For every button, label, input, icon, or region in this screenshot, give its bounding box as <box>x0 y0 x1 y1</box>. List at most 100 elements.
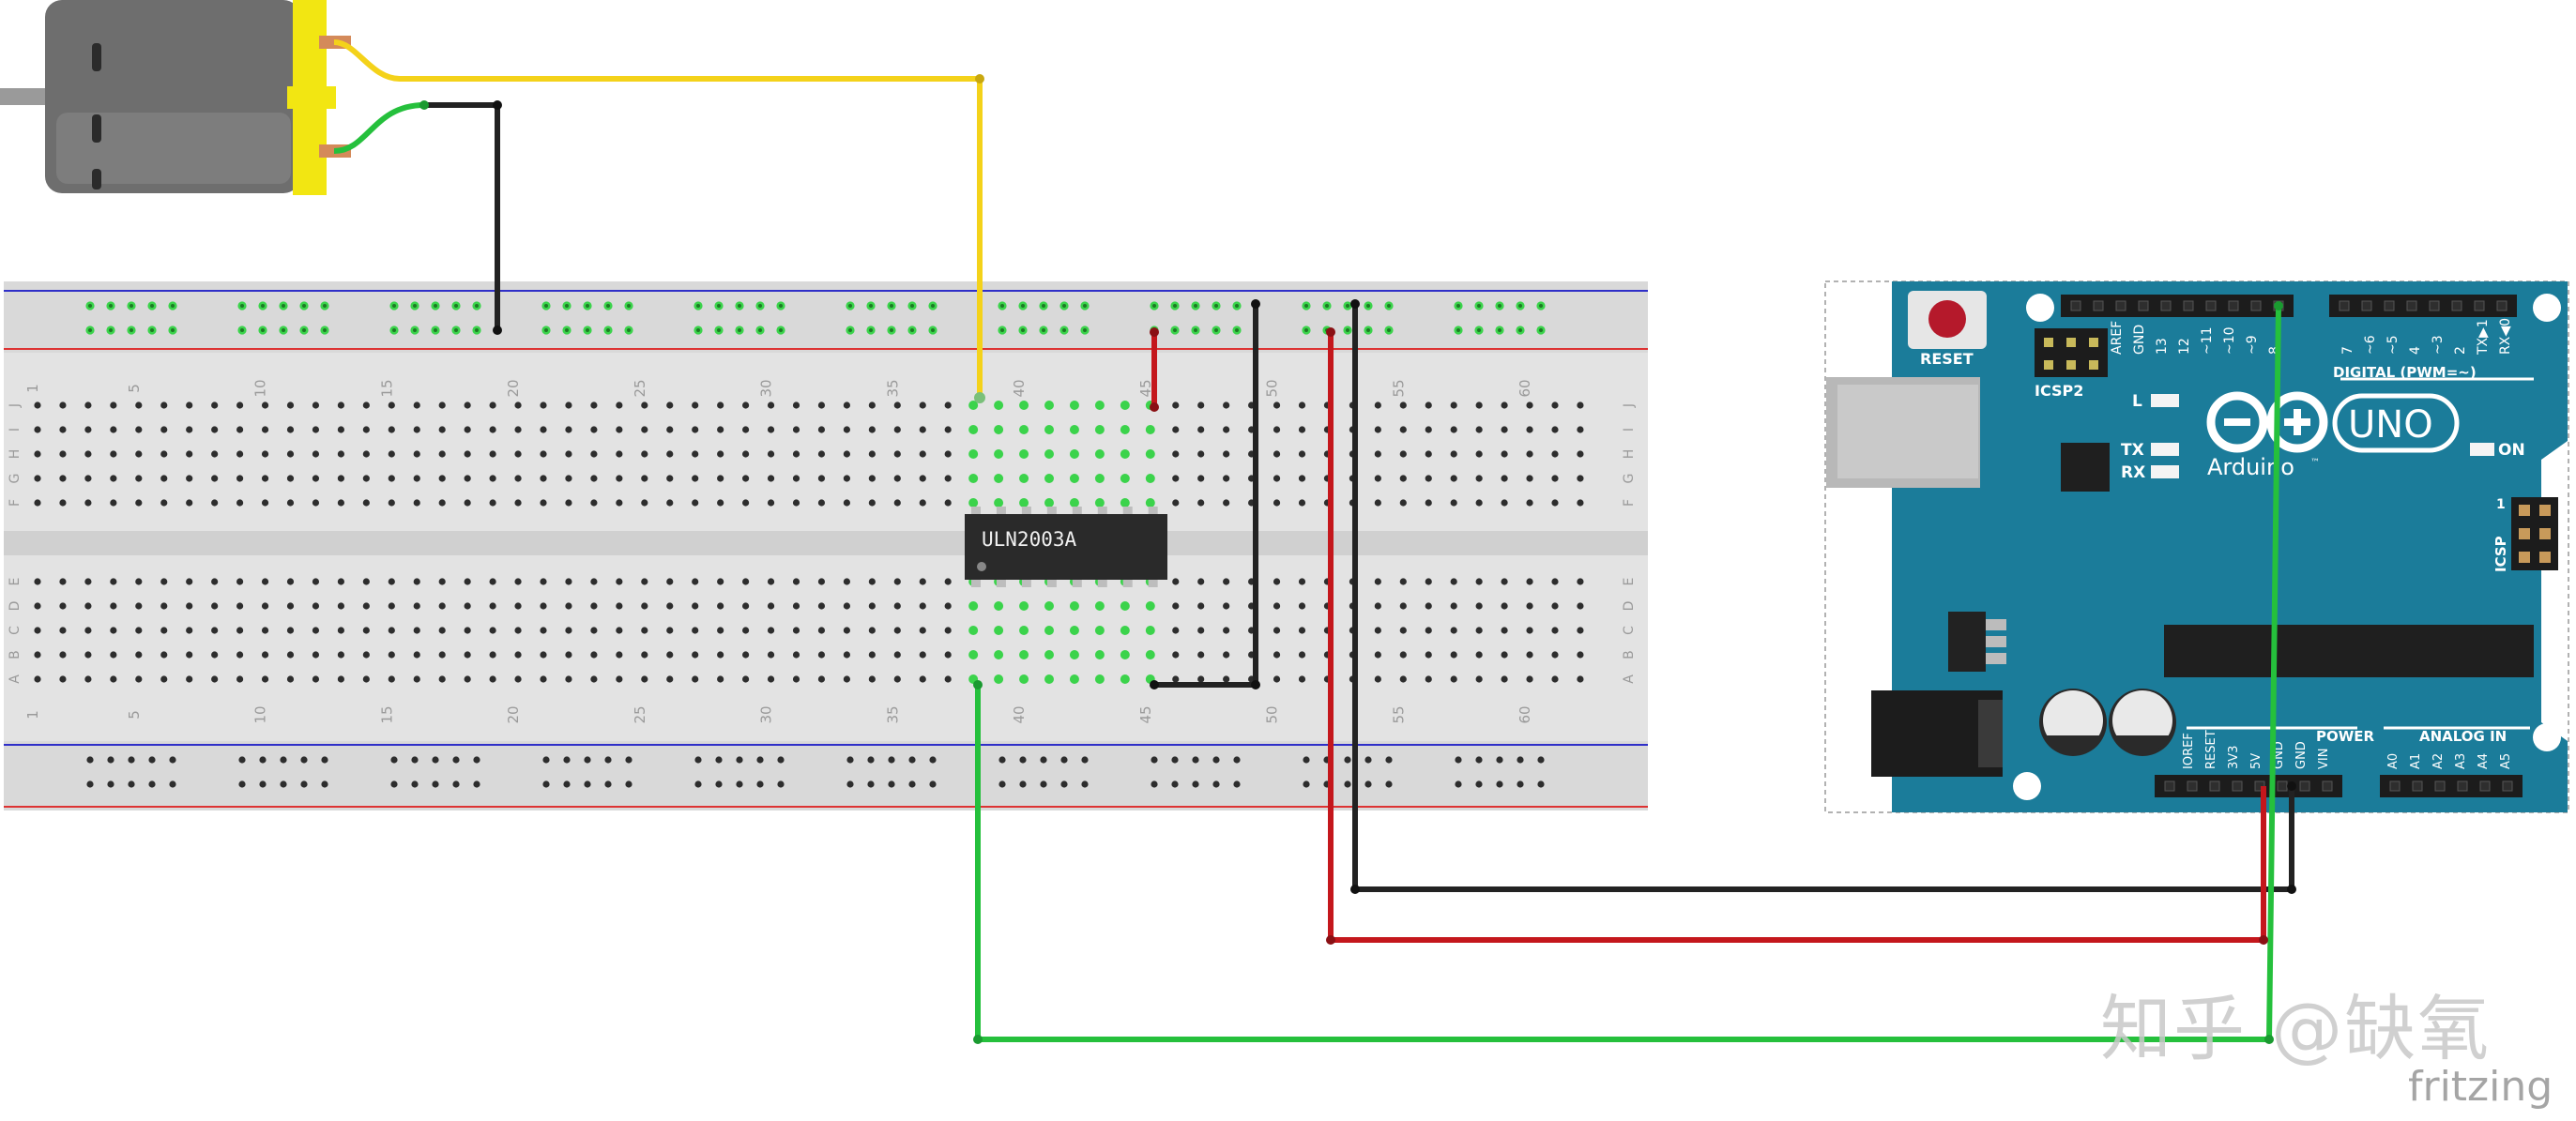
breadboard-hole[interactable] <box>337 602 344 610</box>
breadboard-hole[interactable] <box>1374 475 1381 482</box>
breadboard-hole[interactable] <box>968 401 979 410</box>
breadboard-hole[interactable] <box>1475 675 1483 683</box>
breadboard-hole[interactable] <box>135 675 143 683</box>
breadboard-hole[interactable] <box>1551 426 1559 433</box>
rail-hole[interactable] <box>107 780 114 788</box>
breadboard-hole[interactable] <box>792 499 800 507</box>
breadboard-hole[interactable] <box>84 627 92 634</box>
breadboard-hole[interactable] <box>1551 651 1559 659</box>
breadboard-hole[interactable] <box>337 401 344 409</box>
breadboard-hole[interactable] <box>236 578 244 585</box>
breadboard-hole[interactable] <box>1120 449 1130 459</box>
breadboard-hole[interactable] <box>767 602 775 610</box>
rail-hole[interactable] <box>1517 780 1524 788</box>
breadboard-hole[interactable] <box>362 627 370 634</box>
breadboard-hole[interactable] <box>1526 401 1533 409</box>
rail-hole[interactable] <box>542 780 550 788</box>
breadboard-hole[interactable] <box>337 499 344 507</box>
breadboard-hole[interactable] <box>792 578 800 585</box>
rail-hole[interactable] <box>1475 780 1483 788</box>
breadboard-hole[interactable] <box>868 401 876 409</box>
breadboard-hole[interactable] <box>211 475 219 482</box>
breadboard-hole[interactable] <box>1526 475 1533 482</box>
breadboard-hole[interactable] <box>464 602 471 610</box>
breadboard-hole[interactable] <box>919 602 926 610</box>
rail-hole[interactable] <box>867 756 875 764</box>
breadboard-hole[interactable] <box>1094 498 1105 507</box>
breadboard-hole[interactable] <box>590 675 598 683</box>
breadboard-hole[interactable] <box>59 651 67 659</box>
breadboard-hole[interactable] <box>312 475 320 482</box>
breadboard-hole[interactable] <box>110 475 117 482</box>
breadboard-hole[interactable] <box>186 450 193 458</box>
breadboard-hole[interactable] <box>1273 450 1281 458</box>
breadboard-hole[interactable] <box>160 450 168 458</box>
breadboard-hole[interactable] <box>968 601 979 611</box>
breadboard-hole[interactable] <box>34 627 41 634</box>
breadboard-hole[interactable] <box>1094 650 1105 659</box>
rail-hole[interactable] <box>1233 780 1241 788</box>
header-socket[interactable] <box>2115 300 2126 311</box>
breadboard-hole[interactable] <box>1475 578 1483 585</box>
breadboard-hole[interactable] <box>211 675 219 683</box>
breadboard-hole[interactable] <box>1475 426 1483 433</box>
breadboard-hole[interactable] <box>968 626 979 635</box>
rail-hole[interactable] <box>1385 780 1393 788</box>
breadboard-hole[interactable] <box>337 426 344 433</box>
breadboard-hole[interactable] <box>236 627 244 634</box>
breadboard-hole[interactable] <box>1374 450 1381 458</box>
breadboard-hole[interactable] <box>641 578 648 585</box>
breadboard-hole[interactable] <box>944 450 952 458</box>
breadboard-hole[interactable] <box>186 578 193 585</box>
breadboard-hole[interactable] <box>968 449 979 459</box>
breadboard-hole[interactable] <box>893 426 901 433</box>
breadboard-hole[interactable] <box>692 426 699 433</box>
breadboard-hole[interactable] <box>286 426 295 433</box>
breadboard-hole[interactable] <box>1069 474 1079 483</box>
breadboard-hole[interactable] <box>1501 602 1508 610</box>
breadboard-hole[interactable] <box>160 578 168 585</box>
rail-hole[interactable] <box>432 756 439 764</box>
breadboard-hole[interactable] <box>616 401 623 409</box>
breadboard-hole[interactable] <box>186 675 193 683</box>
breadboard-hole[interactable] <box>1399 475 1407 482</box>
header-socket[interactable] <box>2232 780 2243 792</box>
breadboard-hole[interactable] <box>817 602 826 610</box>
breadboard-hole[interactable] <box>1273 627 1281 634</box>
rail-hole[interactable] <box>432 780 439 788</box>
breadboard-hole[interactable] <box>1450 675 1457 683</box>
breadboard-hole[interactable] <box>1501 426 1508 433</box>
header-socket[interactable] <box>2406 300 2417 311</box>
breadboard-hole[interactable] <box>1425 426 1432 433</box>
breadboard-hole[interactable] <box>59 450 67 458</box>
breadboard-hole[interactable] <box>362 578 370 585</box>
breadboard-hole[interactable] <box>994 626 1004 635</box>
breadboard-hole[interactable] <box>641 651 648 659</box>
breadboard-hole[interactable] <box>1501 475 1508 482</box>
breadboard-hole[interactable] <box>968 650 979 659</box>
breadboard-hole[interactable] <box>692 578 699 585</box>
breadboard-hole[interactable] <box>1223 602 1230 610</box>
breadboard-hole[interactable] <box>1019 498 1029 507</box>
breadboard-hole[interactable] <box>1501 675 1508 683</box>
breadboard-hole[interactable] <box>893 401 901 409</box>
breadboard-hole[interactable] <box>286 602 295 610</box>
breadboard-hole[interactable] <box>590 602 598 610</box>
breadboard-hole[interactable] <box>590 475 598 482</box>
breadboard-hole[interactable] <box>362 426 370 433</box>
breadboard-hole[interactable] <box>236 401 244 409</box>
breadboard-hole[interactable] <box>1019 474 1029 483</box>
breadboard-hole[interactable] <box>312 499 320 507</box>
breadboard-hole[interactable] <box>1223 499 1230 507</box>
breadboard-hole[interactable] <box>1526 426 1533 433</box>
breadboard-hole[interactable] <box>211 627 219 634</box>
breadboard-hole[interactable] <box>464 426 471 433</box>
breadboard-hole[interactable] <box>692 651 699 659</box>
header-socket[interactable] <box>2205 300 2217 311</box>
breadboard-hole[interactable] <box>1069 425 1079 434</box>
breadboard-hole[interactable] <box>641 401 648 409</box>
breadboard-hole[interactable] <box>1399 675 1407 683</box>
breadboard-hole[interactable] <box>717 475 724 482</box>
rail-hole[interactable] <box>604 780 612 788</box>
breadboard-hole[interactable] <box>186 401 193 409</box>
